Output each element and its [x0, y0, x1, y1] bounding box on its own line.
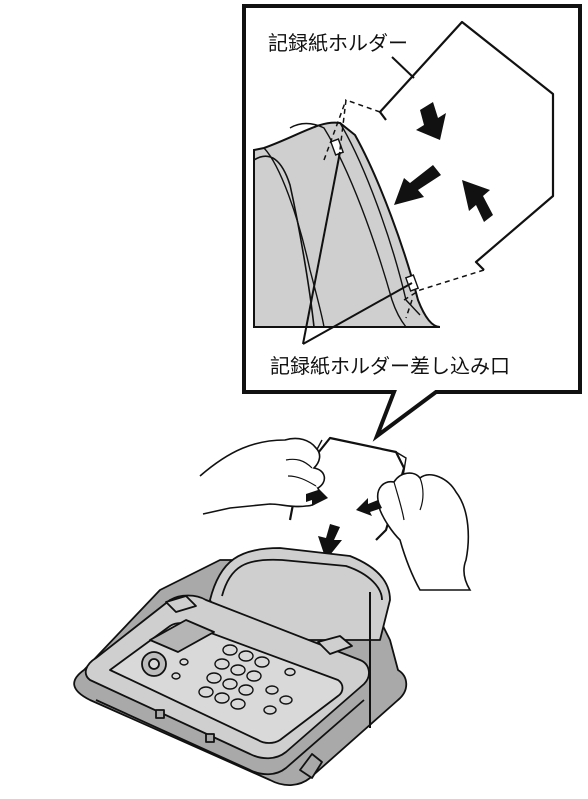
right-hand — [378, 473, 470, 590]
holder-label: 記録紙ホルダー — [268, 31, 408, 55]
left-hand — [200, 438, 324, 514]
arrow-icon — [306, 486, 382, 560]
slot-label: 記録紙ホルダー差し込み口 — [270, 354, 510, 378]
fax-machine — [74, 548, 406, 785]
callout-box: 記録紙ホルダー 記録紙ホルダー差し込み口 — [244, 6, 580, 436]
